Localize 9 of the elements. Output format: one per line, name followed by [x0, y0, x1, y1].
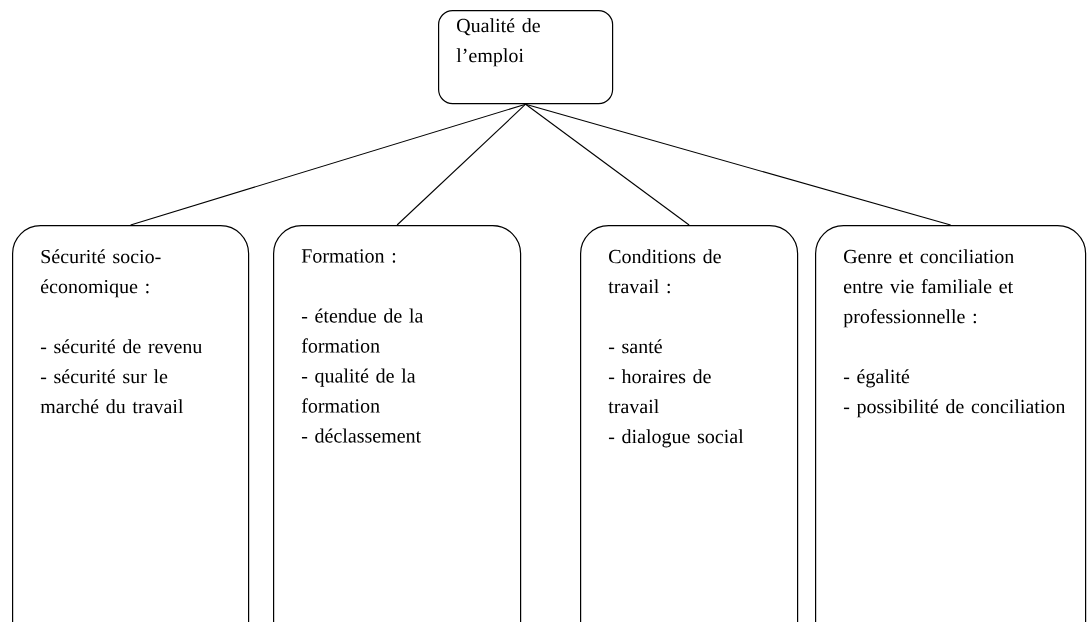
category-box: Genre et conciliation entre vie familiale et professionnelle : - égalité - possibilité de conciliation — [815, 225, 1087, 622]
category-box: Conditions de travail : - santé - horaires de travail - dialogue social — [580, 225, 799, 622]
category-box: Formation : - étendue de la formation - qualité de la formation - déclassement — [273, 225, 522, 622]
title-box: Qualité de l’emploi — [438, 10, 614, 105]
connector-line — [525, 103, 952, 226]
connector-line — [130, 103, 527, 226]
connector-line — [396, 103, 527, 226]
connector-line — [525, 103, 690, 226]
category-box: Sécurité socio-économique : - sécurité de revenu - sécurité sur le marché du travail — [12, 225, 250, 622]
